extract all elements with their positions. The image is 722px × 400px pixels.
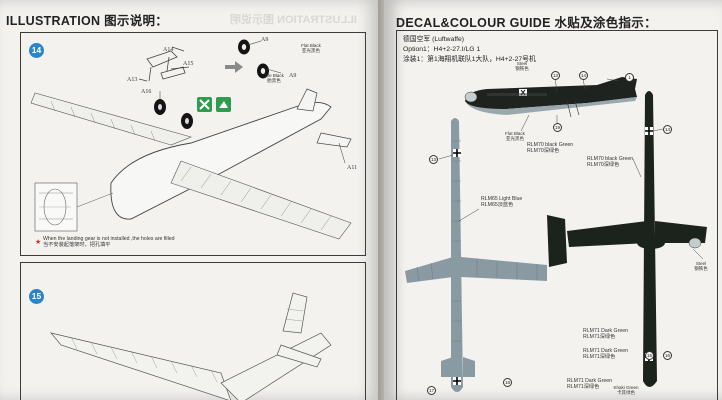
step-14-panel: 14 xyxy=(20,32,366,256)
step-14-drawing xyxy=(30,39,352,240)
part-label-a14: A14 xyxy=(163,47,174,53)
tire-black-note: Tire Black 胎黑色 xyxy=(264,73,284,84)
rlm70-colour-label: RLM70 black Green RLM70深绿色 xyxy=(527,142,574,154)
part-label-a13: A13 xyxy=(127,77,138,83)
landing-gear-note: When the landing gear is not installed ,… xyxy=(43,236,175,248)
decal-callout: 16 xyxy=(663,351,672,360)
decal-guide-title: DECAL&COLOUR GUIDE 水贴及涂色指示： xyxy=(396,16,657,30)
step-15-panel: 15 xyxy=(20,262,366,400)
part-label-a11: A11 xyxy=(347,165,358,171)
rlm70-wing-colour-label: RLM70 black Green RLM70深绿色 xyxy=(587,156,634,168)
decal-callout: 19 xyxy=(553,123,562,132)
air-force-label: 德国空军 (Luftwaffe) xyxy=(403,36,465,43)
decal-callout: 13 xyxy=(551,71,560,80)
decal-colour-guide-page: DECAL&COLOUR GUIDE 水贴及涂色指示： 德国空军 (Luftwa… xyxy=(384,0,722,400)
show-through-heading: ILLUSTRATION 图示说明 xyxy=(230,14,357,26)
part-label-a9-bottom: A9 xyxy=(289,73,297,79)
rlm65-colour-label: RLM65 Light Blue RLM65淡蓝色 xyxy=(481,196,523,208)
rlm71-colour-label: RLM71 Dark Green RLM71深绿色 xyxy=(583,328,628,340)
part-label-a16: A16 xyxy=(141,89,152,95)
decal-callout: 18 xyxy=(503,378,512,387)
page-title: ILLUSTRATION 图示说明： xyxy=(6,14,169,28)
decal-callout: 14 xyxy=(579,71,588,80)
option-description: 涂装1：第1海翔机联队1大队，H4+2-27号机 xyxy=(403,56,536,63)
decal-callout: 15 xyxy=(645,351,654,360)
step-14-badge: 14 xyxy=(29,43,44,58)
part-label-a9-top: A9 xyxy=(261,37,269,43)
cement-icon xyxy=(216,97,231,112)
option-1-panel: 德国空军 (Luftwaffe) Option1：H4+2-27.I/LG 1 … xyxy=(396,30,718,400)
remove-cement-icon xyxy=(197,97,212,112)
decal-callout: 1 xyxy=(625,73,634,82)
decal-callout: 17 xyxy=(427,386,436,395)
rlm71-tail-colour-label: RLM71 Dark Green RLM71深绿色 xyxy=(567,378,612,390)
option-code: Option1：H4+2-27.I/LG 1 xyxy=(403,46,481,53)
step-15-badge: 15 xyxy=(29,289,44,304)
decal-callout: 14 xyxy=(663,125,672,134)
khaki-colour-label: Khaki Green 卡其绿色 xyxy=(613,385,639,396)
steel-colour-label: Steel 钢铁色 xyxy=(515,61,529,72)
step-15-drawing xyxy=(50,292,332,400)
flat-black-colour-label: Flat Black 亚光黑色 xyxy=(505,131,525,142)
illustration-page: ILLUSTRATION 图示说明： ILLUSTRATION 图示说明 14 xyxy=(0,0,378,400)
part-label-a15: A15 xyxy=(183,61,194,67)
flat-black-note: Flat Black 亚光黑色 xyxy=(301,43,321,54)
decal-callout: 13 xyxy=(429,155,438,164)
rlm71-lower-colour-label: RLM71 Dark Green RLM71深绿色 xyxy=(583,348,628,360)
steel-side-colour-label: Steel 钢铁色 xyxy=(694,261,708,272)
aircraft-profiles xyxy=(405,77,707,392)
warning-star-icon: ★ xyxy=(35,238,42,246)
